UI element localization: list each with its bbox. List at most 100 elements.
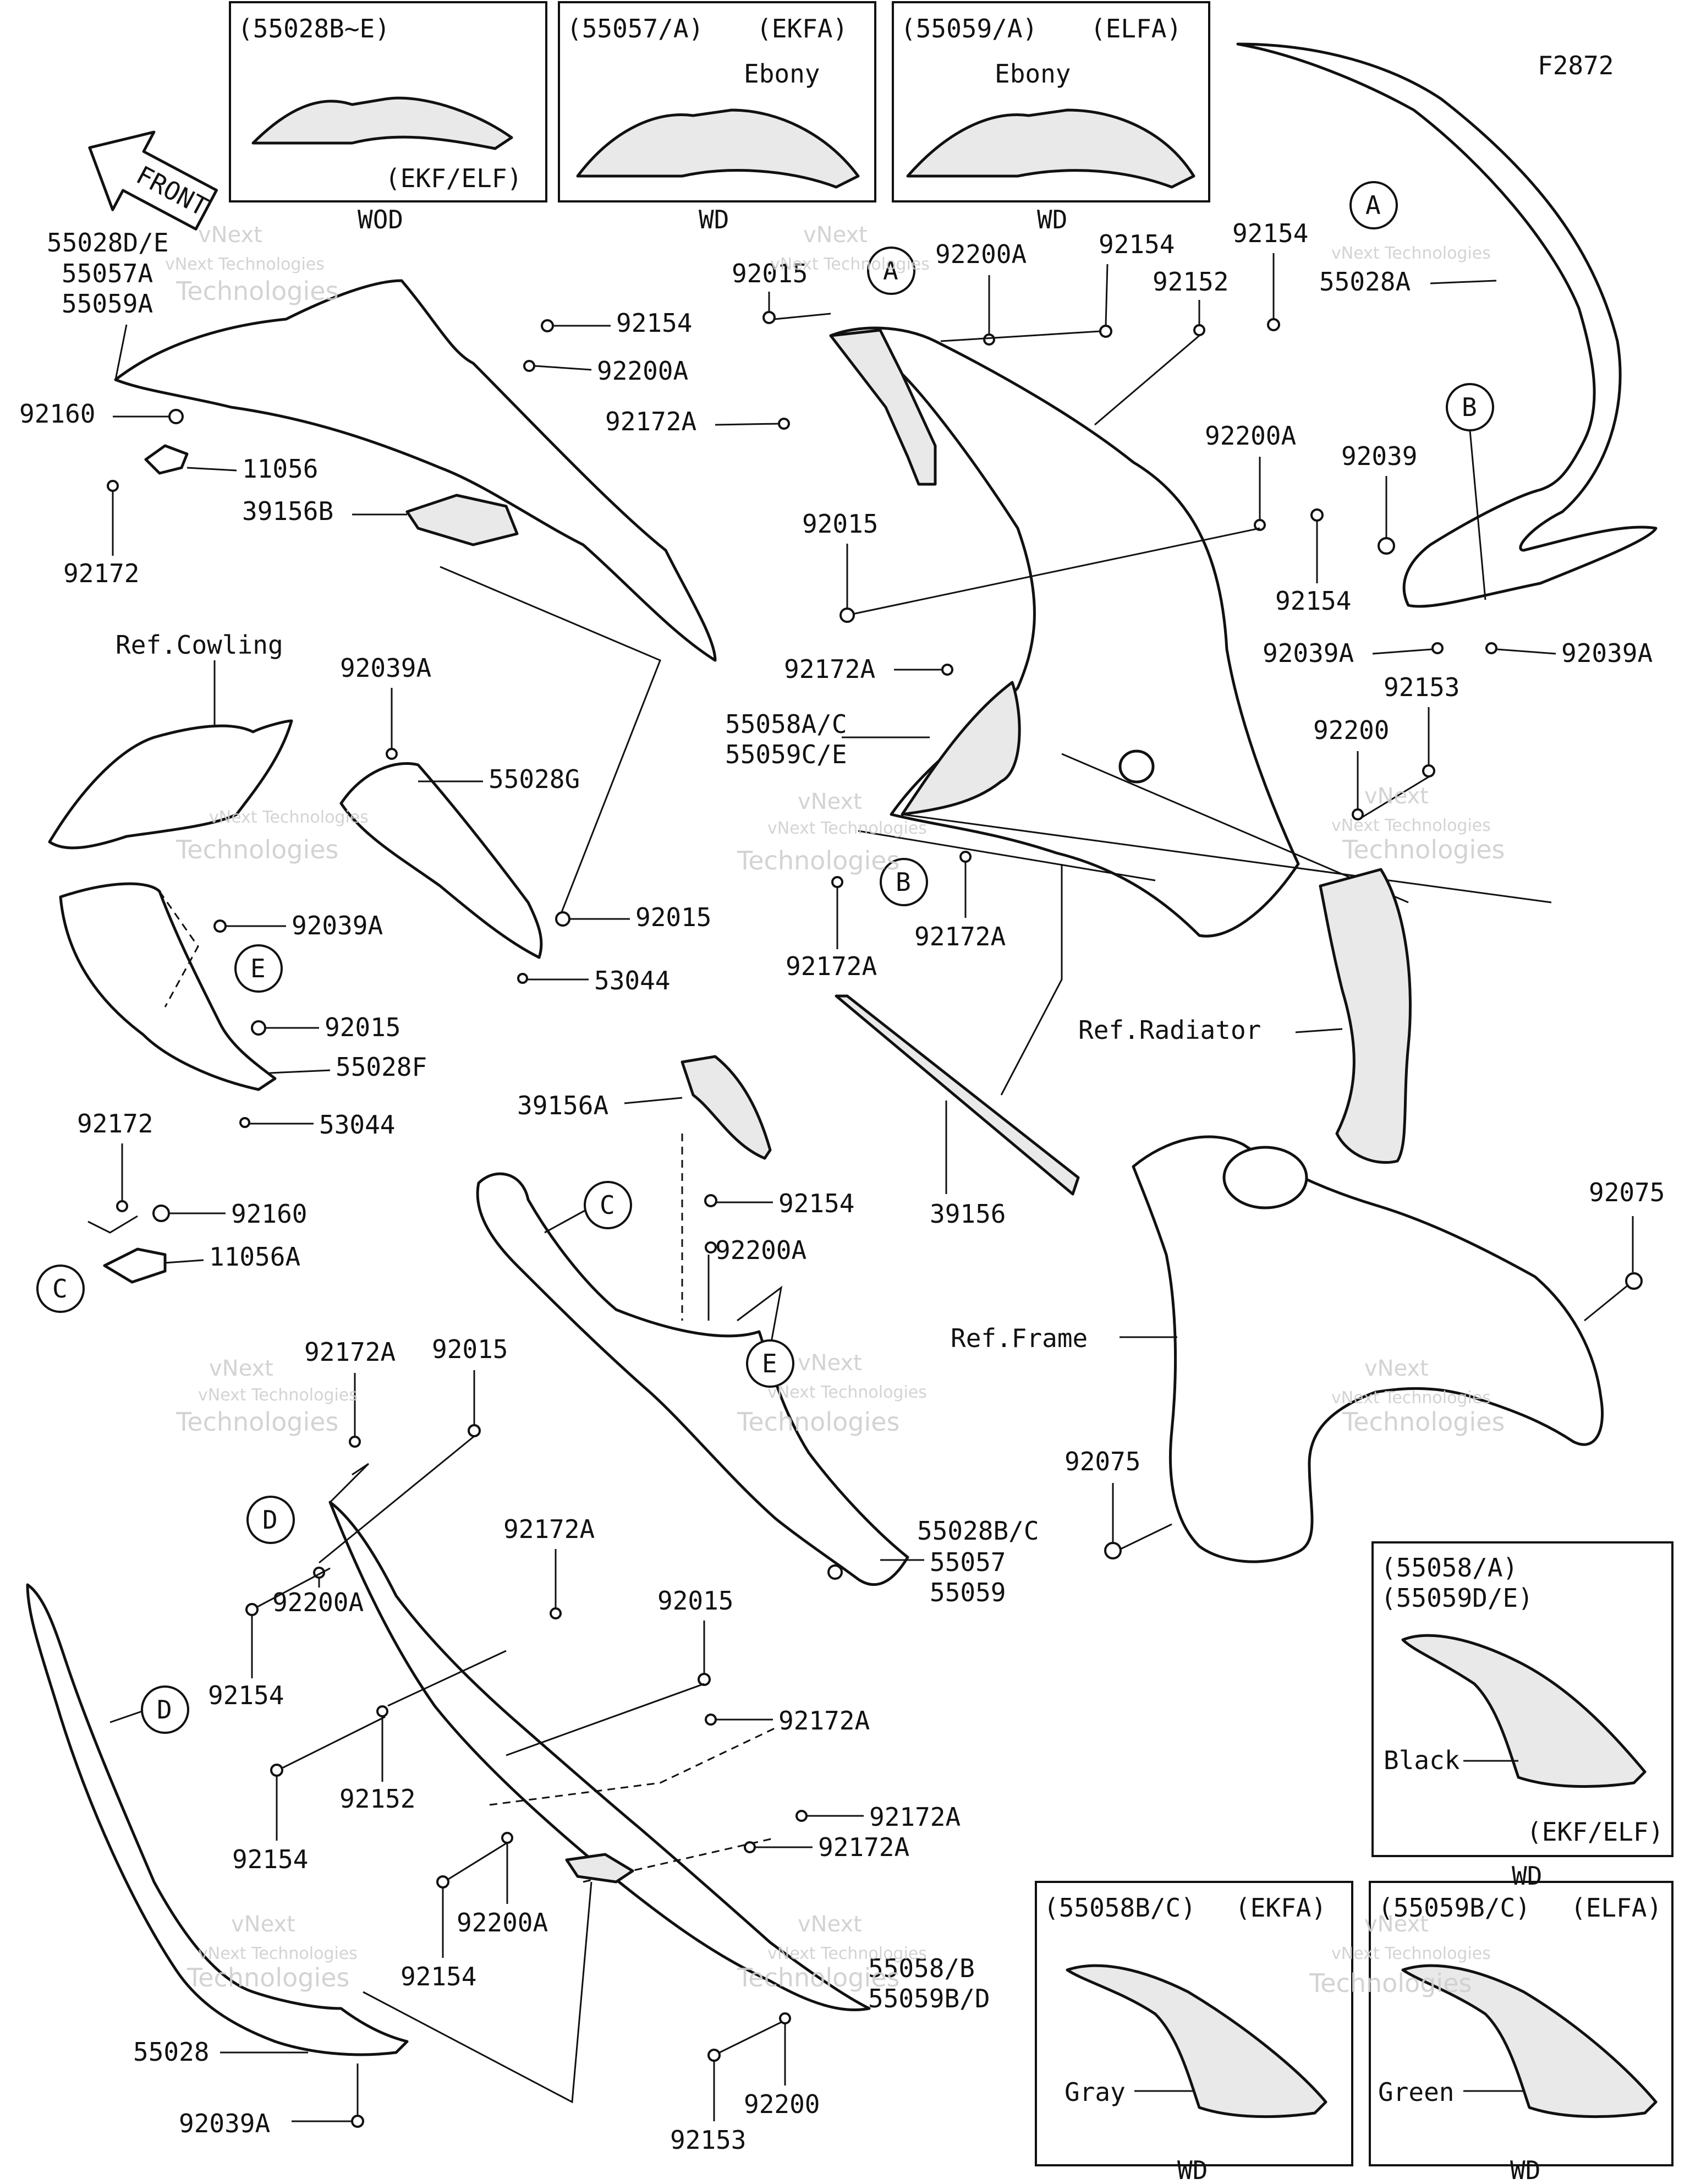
nut-92015 (555, 911, 570, 927)
leader (87, 1215, 138, 1234)
svg-text:E: E (762, 1349, 777, 1378)
inset-box (892, 1, 1210, 202)
watermark-4: vNext vNext Technologies Technologies (737, 789, 927, 875)
callout-c-left: C (36, 1265, 85, 1313)
leader (109, 1710, 142, 1723)
bolt-92172a (941, 664, 953, 676)
label-92172a: 92172A (786, 951, 877, 981)
watermark-8: vNext vNext Technologies Technologies (737, 1350, 927, 1437)
label-92160: 92160 (19, 399, 95, 429)
leader (858, 830, 1156, 882)
label-92160: 92160 (231, 1199, 307, 1229)
leader (774, 313, 831, 320)
inset-finish: WD (1510, 2155, 1540, 2184)
inner-cover-55028g (339, 762, 543, 959)
svg-text:Technologies: Technologies (1342, 835, 1505, 864)
inset-part-number-2: (55059D/E) (1381, 1583, 1533, 1613)
leader (448, 1842, 507, 1880)
watermark-3: vNext Technologies (1331, 244, 1491, 263)
color-label: Black (1384, 1745, 1459, 1775)
label-92154: 92154 (208, 1681, 284, 1710)
leader (1496, 648, 1556, 655)
leader (1000, 864, 1063, 1096)
svg-text:B: B (896, 867, 911, 897)
inset-box (229, 1, 547, 202)
watermark-10: vNext vNext Technologies Technologies (186, 1912, 358, 1993)
label-55028de: 55028D/E (47, 228, 169, 258)
svg-text:vNext Technologies: vNext Technologies (1331, 1388, 1491, 1408)
label-92153: 92153 (1384, 672, 1459, 702)
label-92200a: 92200A (1205, 421, 1296, 451)
svg-text:Technologies: Technologies (737, 846, 900, 875)
ref-radiator: Ref.Radiator (1078, 1015, 1261, 1045)
inset-part-number: (55059/A) (901, 14, 1038, 43)
svg-text:Technologies: Technologies (1309, 1968, 1472, 1998)
nut-92015 (698, 1673, 711, 1686)
inset-part-number: (55059B/C) (1378, 1893, 1530, 1923)
bolt-92154 (245, 1603, 259, 1616)
svg-text:vNext Technologies: vNext Technologies (767, 819, 927, 838)
grommet-53044 (239, 1117, 250, 1128)
washer-92160 (168, 409, 184, 424)
leader (737, 1285, 783, 1349)
inset-variant: (ELFA) (1571, 1893, 1662, 1923)
label-92172a: 92172A (914, 922, 1006, 951)
leader (269, 1069, 331, 1074)
leader (186, 467, 237, 472)
label-55059bd: 55059B/D (868, 1984, 990, 2013)
label-92200: 92200 (744, 2089, 820, 2119)
inset-right: (55058/A) (55059D/E) Black (EKF/ELF) WD (1371, 1541, 1673, 1891)
bolt-92172a (705, 1714, 717, 1726)
dash-line (158, 891, 199, 1008)
leader (902, 813, 1552, 904)
bolt-92154 (270, 1764, 283, 1777)
leader (940, 330, 1101, 342)
label-39156a: 39156A (517, 1091, 608, 1120)
bolt-92172 (107, 480, 119, 492)
label-92154: 92154 (1232, 218, 1308, 248)
front-arrow: FRONT (88, 130, 218, 231)
inset-note: Ebony (744, 59, 820, 89)
leader (544, 1209, 585, 1234)
leader (534, 365, 592, 371)
side-panel-black (1401, 1634, 1647, 1788)
label-55028bc: 55028B/C (917, 1516, 1039, 1546)
svg-text:B: B (1462, 392, 1477, 422)
leader (1094, 335, 1200, 426)
svg-text:C: C (52, 1274, 68, 1304)
dash-line (489, 1727, 776, 1806)
svg-text:C: C (600, 1190, 615, 1220)
leader (319, 1435, 475, 1564)
leader (1295, 1028, 1343, 1033)
inset-top-1: (55028B~E) (EKF/ELF) WOD (229, 1, 547, 234)
grommet-92075 (1104, 1542, 1122, 1559)
cowling-ref (48, 719, 293, 850)
label-92015: 92015 (657, 1586, 733, 1616)
washer-92200a (1254, 519, 1266, 531)
label-92039a: 92039A (1561, 638, 1653, 668)
label-92153: 92153 (670, 2125, 746, 2155)
inset-note: (EKF/ELF) (1527, 1817, 1664, 1847)
inset-finish: WD (699, 205, 729, 234)
inset-bottom-1: (55058B/C) (EKFA) Gray WD (1035, 1881, 1353, 2184)
color-label: Gray (1065, 2077, 1126, 2107)
svg-text:Technologies: Technologies (186, 1963, 350, 1993)
label-92200a: 92200A (597, 356, 688, 386)
watermark-2: vNext vNext Technologies (770, 222, 930, 274)
label-92015: 92015 (432, 1334, 508, 1364)
svg-text:vNext Technologies: vNext Technologies (1331, 244, 1491, 263)
leader (1372, 648, 1433, 655)
label-92172a: 92172A (778, 1706, 870, 1736)
leader (114, 324, 128, 380)
svg-text:Technologies: Technologies (175, 1407, 339, 1437)
washer-92200a (705, 1241, 717, 1254)
label-92200a: 92200A (272, 1588, 364, 1617)
bolt-92172a (959, 851, 972, 863)
leader (387, 1650, 507, 1707)
callout-e-center: E (746, 1339, 794, 1388)
svg-text:vNext Technologies: vNext Technologies (767, 1944, 927, 1963)
label-92172a: 92172A (784, 654, 875, 684)
label-92154: 92154 (232, 1844, 308, 1874)
bolt-92172a (349, 1436, 361, 1448)
leader (1584, 1284, 1629, 1322)
